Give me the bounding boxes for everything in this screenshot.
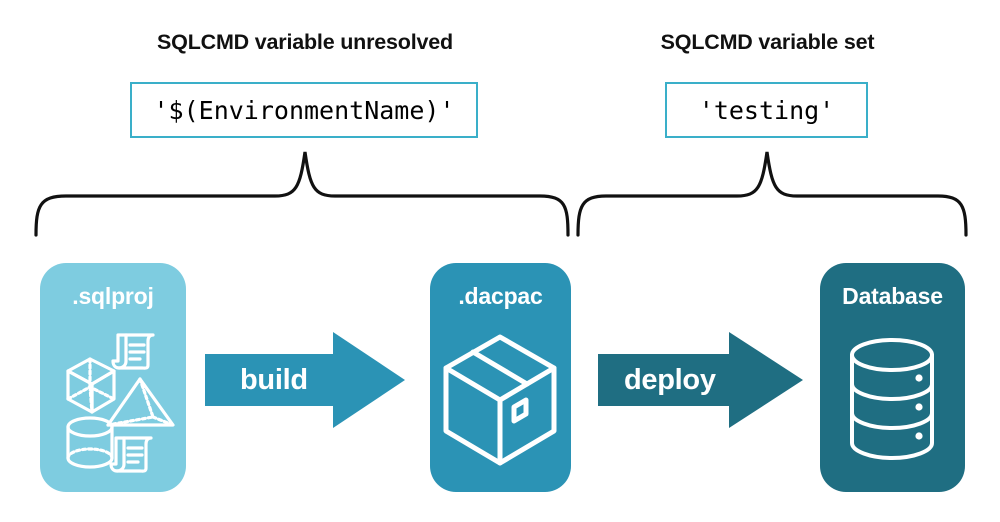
sqlproj-artwork — [66, 333, 175, 473]
arrow-deploy[interactable] — [598, 332, 803, 428]
left-brace-icon — [34, 151, 570, 237]
cylinder-icon — [66, 416, 114, 469]
stage-label-database: Database — [842, 283, 943, 309]
stage-box-sqlproj[interactable]: .sqlproj — [40, 263, 186, 492]
heading-sqlcmd-variable-set: SQLCMD variable set — [660, 30, 875, 54]
arrow-build[interactable] — [205, 332, 405, 428]
stage-label-dacpac: .dacpac — [458, 283, 543, 309]
pyramid-icon — [106, 377, 175, 427]
stage-label-sqlproj: .sqlproj — [72, 283, 154, 309]
arrow-build-shape — [205, 332, 405, 428]
code-value-set: 'testing' — [665, 82, 868, 138]
dacpac-artwork — [443, 334, 557, 466]
code-value-unresolved: '$(EnvironmentName)' — [130, 82, 478, 138]
scroll-icon — [109, 436, 153, 473]
package-box-icon — [443, 334, 557, 466]
right-brace-icon — [576, 151, 968, 237]
heading-sqlcmd-variable-unresolved: SQLCMD variable unresolved — [157, 30, 453, 54]
cube-icon — [66, 357, 116, 414]
stage-box-database[interactable]: Database — [820, 263, 965, 492]
scroll-icon — [111, 333, 155, 370]
database-status-dots — [915, 374, 923, 440]
database-cylinder-icon — [850, 338, 934, 460]
brace-group — [34, 151, 968, 237]
arrow-build-label: build — [240, 364, 308, 396]
stage-box-dacpac[interactable]: .dacpac — [430, 263, 571, 492]
arrow-deploy-shape — [598, 332, 803, 428]
arrow-deploy-label: deploy — [624, 364, 716, 396]
database-artwork — [850, 338, 934, 460]
